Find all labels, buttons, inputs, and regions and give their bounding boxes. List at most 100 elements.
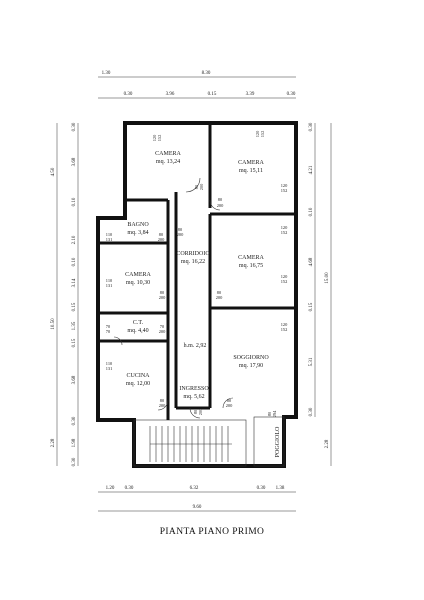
room-name-soggiorno: SOGGIORNO <box>233 355 269 361</box>
room-name-bagno: BAGNO <box>127 222 149 228</box>
opening-height: 200 <box>198 408 203 415</box>
room-name-camera-3: CAMERA <box>238 255 264 261</box>
opening-width: 80 <box>159 232 164 237</box>
dim-right-inner-5: 0.15 <box>309 302 314 311</box>
dim-top-inner-4: 3.39 <box>246 92 255 97</box>
height-note: h.m. 2,92 <box>184 343 207 349</box>
dim-right-inner-2: 4.21 <box>309 165 314 174</box>
room-name-corridoio: CORRIDOIO <box>176 251 210 257</box>
opening-height: 152 <box>281 327 288 332</box>
opening-width: 110 <box>106 232 113 237</box>
opening-width: 80 <box>267 411 272 416</box>
dim-top-inner-2: 3.96 <box>166 92 175 97</box>
walls <box>96 121 298 468</box>
dim-right-inner-1: 0.30 <box>309 122 314 131</box>
room-area-camera-1: mq. 13,24 <box>156 159 180 165</box>
room-area-bagno: mq. 3,84 <box>127 230 148 236</box>
dim-bottom-outer: 9.60 <box>193 505 202 510</box>
dim-left-inner-13: 0.30 <box>72 457 77 466</box>
dim-left-inner-5: 0.10 <box>72 257 77 266</box>
dim-left-inner-6: 3.14 <box>72 278 77 287</box>
stair-treads <box>149 426 232 462</box>
dim-right-inner-4: 4.68 <box>309 257 314 266</box>
dim-left-inner-8: 1.35 <box>72 321 77 330</box>
dim-right-inner-7: 0.30 <box>309 407 314 416</box>
opening-width: 80 <box>217 290 222 295</box>
dim-bottom-inner-5: 1.38 <box>276 486 285 491</box>
dim-left-inner-12: 1.98 <box>72 438 77 447</box>
room-area-camera-4: mq. 10,30 <box>126 280 150 286</box>
opening-height: 200 <box>159 403 166 408</box>
opening-height: 131 <box>106 283 113 288</box>
dim-top-outer-2: 8.30 <box>202 71 211 76</box>
dim-left-inner-11: 0.30 <box>72 416 77 425</box>
dim-left-inner-4: 2.10 <box>72 235 77 244</box>
opening-height: 200 <box>216 295 223 300</box>
dim-bottom-inner-3: 6.32 <box>190 486 199 491</box>
room-name-ingresso: INGRESSO <box>179 386 209 392</box>
door-swings <box>113 177 234 419</box>
dim-right-inner-3: 0.10 <box>309 207 314 216</box>
room-name-ct: C.T. <box>133 320 144 326</box>
opening-width: 120 <box>152 134 157 141</box>
dim-left-inner-7: 0.15 <box>72 302 77 311</box>
room-name-cucina: CUCINA <box>126 373 150 379</box>
dimensions-top: 1.30 8.30 0.30 3.96 0.15 3.39 0.30 <box>102 71 296 97</box>
dimensions-right-inner: 0.30 4.21 0.10 4.68 0.15 5.31 0.30 <box>309 122 314 416</box>
dim-left-inner-9: 0.15 <box>72 338 77 347</box>
opening-width: 70 <box>106 324 111 329</box>
opening-height: 200 <box>159 295 166 300</box>
dim-right-inner-6: 5.31 <box>309 357 314 366</box>
opening-width: 80 <box>218 197 223 202</box>
opening-height: 152 <box>157 135 162 142</box>
dim-bottom-inner-4: 0.30 <box>257 486 266 491</box>
room-name-camera-2: CAMERA <box>238 160 264 166</box>
room-area-ct: mq. 4,40 <box>127 328 148 334</box>
opening-width: 80 <box>160 398 165 403</box>
opening-height: 200 <box>217 203 224 208</box>
dim-left-outer-2: 10.50 <box>51 318 56 330</box>
stair-well <box>133 419 247 467</box>
room-area-cucina: mq. 12,00 <box>126 381 150 387</box>
dimensions-left-outer: 4.50 10.50 2.28 <box>51 167 56 447</box>
dimensions-right-outer: 15.00 2.28 <box>325 272 330 449</box>
opening-width: 120 <box>281 274 288 279</box>
opening-width: 120 <box>281 183 288 188</box>
opening-width: 80 <box>160 290 165 295</box>
room-labels: CAMERA mq. 13,24 CAMERA mq. 15,11 BAGNO … <box>125 151 281 457</box>
opening-height: 200 <box>158 237 165 242</box>
dimensions-left-inner: 0.30 3.68 0.10 2.10 0.10 3.14 0.15 1.35 … <box>72 122 77 466</box>
drawing-title: PIANTA PIANO PRIMO <box>159 527 265 537</box>
dim-right-outer-2: 2.28 <box>325 439 330 448</box>
dim-left-inner-10: 3.68 <box>72 375 77 384</box>
dim-left-outer-1: 4.50 <box>51 167 56 176</box>
room-name-poggiolo: POGGIOLO <box>275 426 281 457</box>
dimension-lines <box>56 76 332 512</box>
opening-height: 200 <box>199 183 204 190</box>
dim-bottom-inner-1: 1.20 <box>106 486 115 491</box>
room-area-camera-3: mq. 16,75 <box>239 263 263 269</box>
opening-height: 152 <box>281 188 288 193</box>
opening-height: 131 <box>106 237 113 242</box>
opening-width: 120 <box>281 225 288 230</box>
dim-left-inner-3: 0.10 <box>72 197 77 206</box>
dim-right-outer-1: 15.00 <box>325 272 330 284</box>
balcony-outline <box>253 416 285 467</box>
dim-top-inner-5: 0.30 <box>287 92 296 97</box>
dim-left-outer-3: 2.28 <box>51 438 56 447</box>
dim-top-inner-3: 0.15 <box>208 92 217 97</box>
opening-height: 70 <box>106 329 111 334</box>
opening-height: 131 <box>106 366 113 371</box>
opening-width: 120 <box>281 322 288 327</box>
dimensions-bottom: 1.20 0.30 6.32 0.30 1.38 9.60 <box>106 486 285 510</box>
opening-width: 80 <box>194 184 199 189</box>
opening-width: 80 <box>227 398 232 403</box>
interior-walls <box>98 123 296 420</box>
opening-height: 200 <box>159 329 166 334</box>
opening-height: 200 <box>177 232 184 237</box>
dim-top-inner-1: 0.30 <box>124 92 133 97</box>
opening-height: 200 <box>226 403 233 408</box>
room-area-corridoio: mq. 16,22 <box>181 259 205 265</box>
room-name-camera-4: CAMERA <box>125 272 151 278</box>
